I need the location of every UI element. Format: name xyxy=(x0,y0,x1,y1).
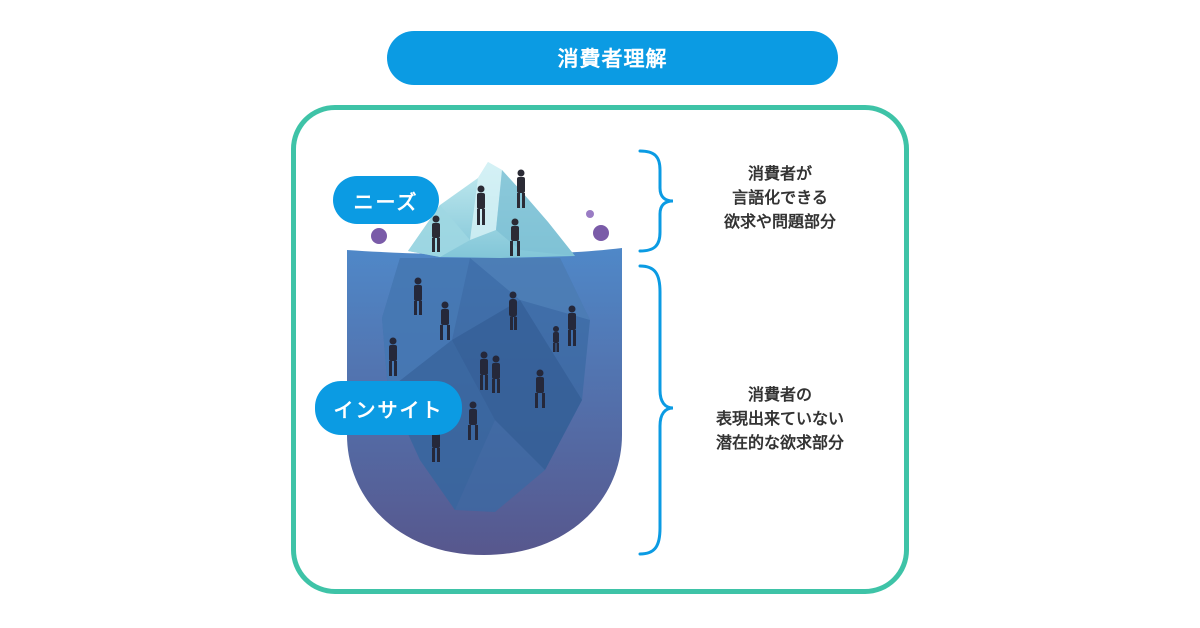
insight-label-text: インサイト xyxy=(333,397,444,422)
bubble-icon xyxy=(586,210,594,218)
iceberg-tip xyxy=(408,162,575,258)
insight-description-line: 表現出来ていない xyxy=(715,409,844,428)
needs-label-text: ニーズ xyxy=(353,189,419,214)
curly-brace-icon xyxy=(638,149,674,253)
bubble-icon xyxy=(593,225,609,241)
page-title: 消費者理解 xyxy=(557,47,668,71)
needs-description: 消費者が 言語化できる 欲求や問題部分 xyxy=(680,162,880,234)
bubble-icon xyxy=(371,228,387,244)
needs-description-line: 消費者が xyxy=(747,164,812,183)
insight-label: インサイト xyxy=(315,381,462,435)
insight-description: 消費者の 表現出来ていない 潜在的な欲求部分 xyxy=(680,383,880,455)
needs-label: ニーズ xyxy=(333,176,439,224)
curly-brace-icon xyxy=(638,264,674,556)
insight-description-line: 潜在的な欲求部分 xyxy=(715,433,844,452)
insight-description-line: 消費者の xyxy=(747,385,812,404)
person-silhouette-icon xyxy=(389,277,576,462)
needs-description-line: 欲求や問題部分 xyxy=(723,212,836,231)
diagram-frame xyxy=(291,105,909,594)
title-banner: 消費者理解 xyxy=(387,31,838,85)
needs-description-line: 言語化できる xyxy=(732,188,828,207)
person-silhouette-icon xyxy=(432,169,525,256)
